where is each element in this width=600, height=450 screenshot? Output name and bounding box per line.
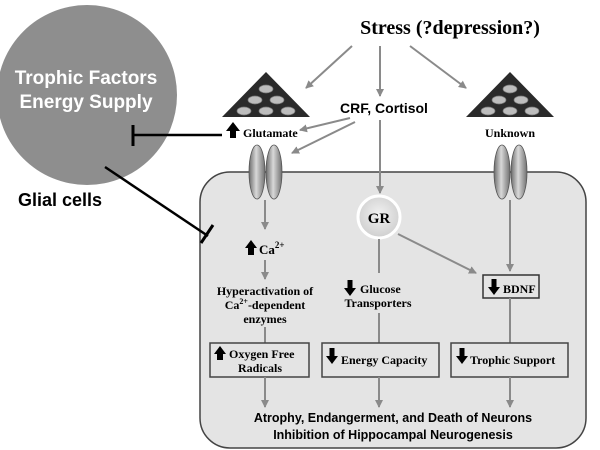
vesicle bbox=[491, 95, 507, 105]
arrow-crf-to-channel bbox=[291, 121, 356, 154]
unknown-label: Unknown bbox=[485, 126, 535, 140]
arrow-gr-to-bdnf bbox=[397, 233, 477, 274]
calcium-label: Ca2+ bbox=[259, 240, 285, 257]
vesicle bbox=[258, 84, 274, 94]
down-arrow-icon bbox=[456, 348, 468, 364]
outcome-line2: Inhibition of Hippocampal Neurogenesis bbox=[273, 428, 513, 442]
energy-supply-label: Energy Supply bbox=[19, 92, 152, 113]
vesicle bbox=[269, 95, 285, 105]
glial-cells-label: Glial cells bbox=[18, 190, 102, 210]
ion-channel-left-b bbox=[265, 144, 283, 200]
hyperactivation-line1: Hyperactivation of bbox=[217, 284, 314, 298]
trophic-support-label: Trophic Support bbox=[470, 353, 555, 367]
glutamate-label: Glutamate bbox=[243, 126, 298, 140]
energy-capacity-label: Energy Capacity bbox=[341, 353, 427, 367]
vesicle bbox=[502, 84, 518, 94]
stress-title: Stress (?depression?) bbox=[360, 17, 540, 39]
crf-cortisol-label: CRF, Cortisol bbox=[340, 100, 428, 116]
down-arrow-icon bbox=[488, 279, 500, 295]
inhibition-line-neuron bbox=[104, 165, 209, 238]
vesicle bbox=[524, 106, 540, 116]
energy-capacity-box bbox=[321, 342, 440, 378]
vesicle bbox=[280, 106, 296, 116]
ion-channel-left-a bbox=[248, 144, 266, 200]
transporters-label: Transporters bbox=[344, 296, 411, 310]
oxygen-line1: Oxygen Free bbox=[229, 347, 295, 361]
vesicle bbox=[502, 106, 518, 116]
outcome-line1: Atrophy, Endangerment, and Death of Neur… bbox=[254, 411, 532, 425]
up-arrow-icon bbox=[226, 122, 240, 138]
arrow-stress-to-right-triangle bbox=[409, 45, 467, 89]
receptor-right-a bbox=[493, 144, 511, 200]
neuron-cell-body bbox=[199, 171, 587, 449]
vesicle bbox=[480, 106, 496, 116]
arrow-crf-to-glutamate bbox=[299, 117, 351, 133]
down-arrow-icon bbox=[344, 280, 356, 296]
receptor-right-b bbox=[510, 144, 528, 200]
oxygen-radicals-box bbox=[209, 342, 310, 378]
up-arrow-icon bbox=[245, 240, 257, 255]
inhibition-bar-neuron bbox=[199, 224, 215, 244]
vesicle bbox=[258, 106, 274, 116]
arrow-stress-to-left-triangle bbox=[305, 45, 353, 89]
oxygen-line2: Radicals bbox=[238, 361, 282, 375]
down-arrow-icon bbox=[326, 348, 338, 364]
hyperactivation-line2: Ca2+-dependent bbox=[225, 297, 306, 312]
bdnf-label: BDNF bbox=[503, 282, 536, 296]
vesicle bbox=[247, 95, 263, 105]
up-arrow-icon bbox=[214, 346, 226, 360]
gr-label: GR bbox=[368, 211, 391, 227]
hyperactivation-line3: enzymes bbox=[243, 312, 287, 326]
trophic-factors-label: Trophic Factors bbox=[15, 68, 158, 89]
presynaptic-terminal-right bbox=[466, 72, 554, 117]
glucose-label: Glucose bbox=[360, 282, 401, 296]
vesicle bbox=[236, 106, 252, 116]
presynaptic-terminal-left bbox=[222, 72, 310, 117]
gr-receptor bbox=[356, 194, 402, 240]
vesicle bbox=[513, 95, 529, 105]
